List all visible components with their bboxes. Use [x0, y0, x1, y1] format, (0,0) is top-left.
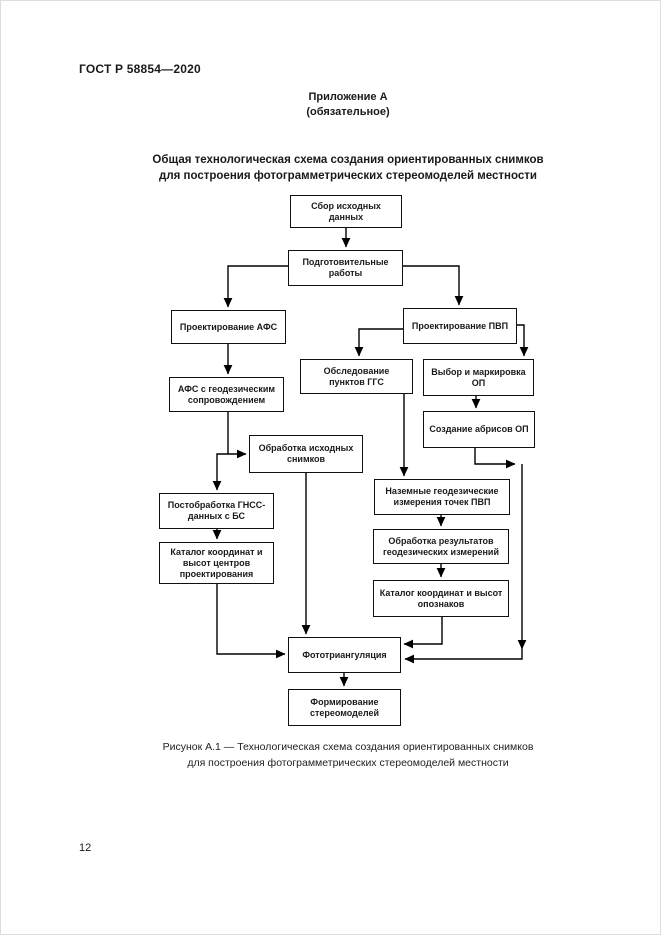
flow-node-sketches-op: Создание абрисов ОП — [423, 411, 535, 448]
flow-node-phototriangulation: Фототриангуляция — [288, 637, 401, 673]
annex-heading: Приложение А (обязательное) — [38, 90, 658, 120]
annex-title: Приложение А — [308, 91, 388, 103]
flow-node-design-pvp: Проектирование ПВП — [403, 308, 517, 344]
flow-node-process-geo-results: Обработка результатов геодезических изме… — [373, 529, 509, 564]
flow-node-catalog-marks: Каталог координат и высот опознаков — [373, 580, 509, 617]
flow-node-ground-geo-measure: Наземные геодезические измерения точек П… — [374, 479, 510, 515]
flow-node-collect-data: Сбор исходных данных — [290, 195, 402, 228]
flow-node-process-src-images: Обработка исходных снимков — [249, 435, 363, 473]
figure-title: Общая технологическая схема создания ори… — [38, 152, 658, 184]
figure-title-line2: для построения фотограмметрических стере… — [159, 170, 537, 182]
flow-node-design-afs: Проектирование АФС — [171, 310, 286, 344]
page-number: 12 — [79, 842, 92, 854]
figure-title-line1: Общая технологическая схема создания ори… — [152, 154, 544, 166]
flow-node-select-mark-op: Выбор и маркировка ОП — [423, 359, 534, 396]
figure-caption: Рисунок А.1 — Технологическая схема созд… — [38, 740, 658, 771]
flow-node-stereomodels: Формирование стереомоделей — [288, 689, 401, 726]
flow-node-prep-works: Подготовительные работы — [288, 250, 403, 286]
connector-lines — [212, 228, 529, 687]
annex-subtitle: (обязательное) — [306, 106, 390, 118]
figure-caption-line1: Рисунок А.1 — Технологическая схема созд… — [162, 741, 534, 753]
flow-node-afs-geo-support: АФС с геодезическим сопровождением — [169, 377, 284, 412]
flow-node-survey-ggs: Обследование пунктов ГГС — [300, 359, 413, 394]
standard-reference: ГОСТ Р 58854—2020 — [79, 62, 201, 76]
figure-caption-line2: для построения фотограмметрических стере… — [187, 756, 509, 769]
flow-node-catalog-centers: Каталог координат и высот центров проект… — [159, 542, 274, 584]
flow-node-gnss-postprocess: Постобработка ГНСС-данных с БС — [159, 493, 274, 529]
